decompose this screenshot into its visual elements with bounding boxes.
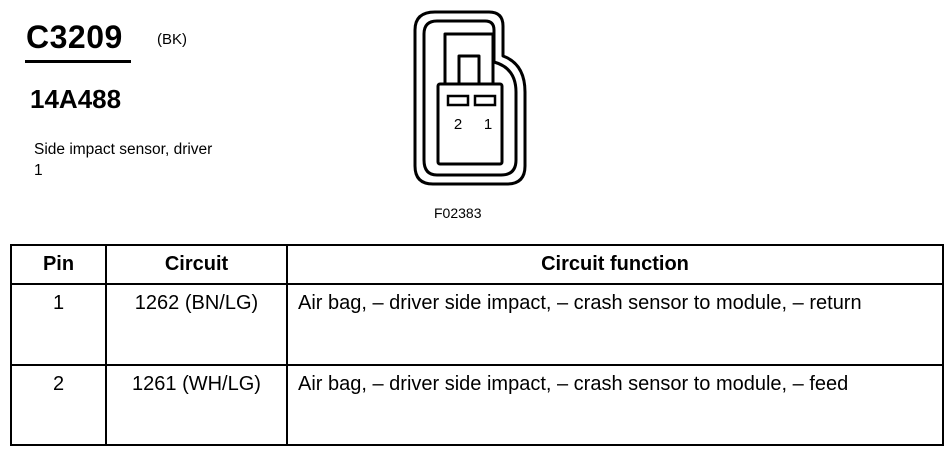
cell-circuit: 1262 (BN/LG) <box>105 283 288 366</box>
table-row: 1 1262 (BN/LG) Air bag, – driver side im… <box>10 283 944 366</box>
cell-pin: 1 <box>10 283 107 366</box>
connector-id: C3209 <box>26 19 123 55</box>
cell-circuit-function: Air bag, – driver side impact, – crash s… <box>286 363 944 446</box>
table-row: 2 1261 (WH/LG) Air bag, – driver side im… <box>10 363 944 446</box>
terminal-cavity <box>436 82 504 166</box>
header-pin: Pin <box>10 244 107 285</box>
connector-id-underline <box>25 60 131 63</box>
pin-label-2: 2 <box>454 116 462 133</box>
connector-latch <box>443 32 495 86</box>
header-circuit-function: Circuit function <box>286 244 944 285</box>
terminal-slot-1 <box>473 94 497 107</box>
part-number: 14A488 <box>30 84 122 114</box>
connector-color-code: (BK) <box>157 31 187 48</box>
pinout-table: Pin Circuit Circuit function 1 1262 (BN/… <box>10 244 944 446</box>
cell-circuit: 1261 (WH/LG) <box>105 363 288 446</box>
connector-description: Side impact sensor, driver 1 <box>34 141 213 179</box>
cell-circuit-function: Air bag, – driver side impact, – crash s… <box>286 283 944 366</box>
table-header-row: Pin Circuit Circuit function <box>10 244 944 285</box>
pin-label-1: 1 <box>484 116 492 133</box>
header-circuit: Circuit <box>105 244 288 285</box>
cell-pin: 2 <box>10 363 107 446</box>
connector-face-diagram: 2 1 <box>413 10 527 186</box>
connector-housing-outer <box>413 10 527 186</box>
connector-housing-inner <box>422 19 518 177</box>
figure-reference: F02383 <box>434 205 482 221</box>
terminal-slot-2 <box>446 94 470 107</box>
